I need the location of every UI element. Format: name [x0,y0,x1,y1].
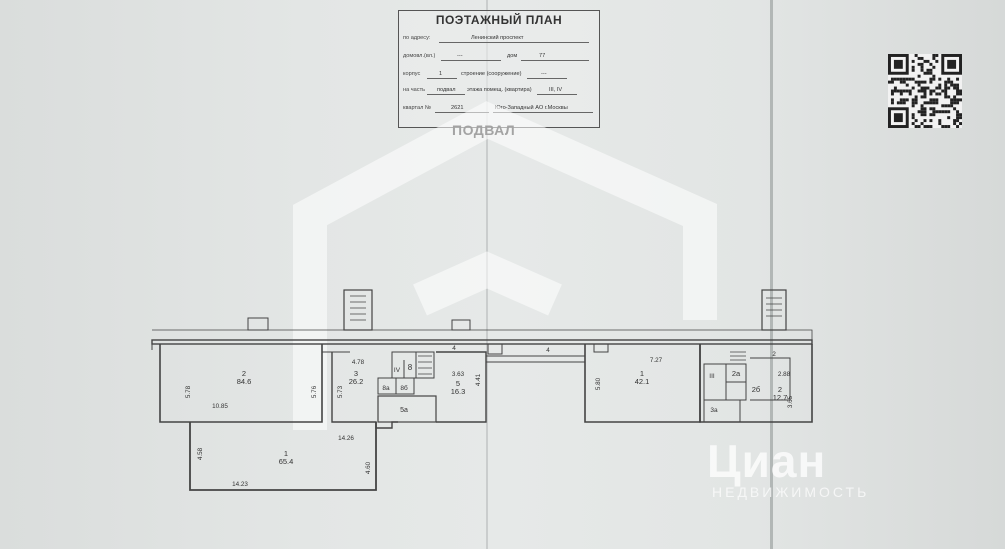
wall-room-1-lower [189,422,377,491]
dimension: 3.65 [787,395,794,408]
etazh-value: III, IV [549,87,563,93]
underline [537,94,577,95]
wall-main-strip [151,339,813,345]
dimension: 5.78 [185,385,192,398]
room-label: 2б [752,385,760,394]
wall-room-iii [703,363,727,401]
room-number: 1 [640,369,644,378]
stamp-title: ПОЭТАЖНЫЙ ПЛАН [435,13,563,27]
room-label: 5а [400,407,408,414]
address-value: Ленинский проспект [471,35,524,41]
part-value: подвал [437,87,456,93]
underline [441,60,501,61]
room-label: 3а [710,407,718,414]
watermark-subtitle: НЕДВИЖИМОСТЬ [712,484,870,500]
korpus-label: корпус [403,71,421,77]
stair-steps [350,295,366,321]
dimension: 3.63 [452,371,465,378]
wall-room-3a [703,399,741,423]
room-number: 1 [284,449,288,458]
room-label: 2 [772,351,776,358]
dimension: 4.60 [365,461,372,474]
dimension: 2.88 [778,371,791,378]
room-label: 8б [400,384,408,392]
kvartal-value: 2621 [451,105,464,111]
dimension: 14.26 [338,435,354,442]
room-area: 42.1 [635,377,650,386]
underline [493,112,593,113]
underline [427,78,457,79]
paper-fold [770,0,773,549]
watermark-house-shape [293,101,717,430]
room-label: 4 [452,345,456,352]
watermark-brand: Циан [707,435,827,487]
dimension: 4 [546,347,550,354]
room-area: 65.4 [279,457,294,466]
wall-room-2 [159,344,323,423]
window-well [451,319,471,331]
room-label: III [709,373,715,380]
room-label: 8 [408,363,413,372]
wall-room-5a [377,395,437,423]
stair-steps [418,355,432,375]
window-well [487,343,503,355]
house-label: домовл.(вл.) [403,53,436,59]
district-value: Юго-Западный АО г.Москвы [495,105,568,111]
window-well [247,317,269,331]
stair-steps [766,297,782,317]
wall-right-block [699,344,813,423]
room-area: 12.7 [773,393,788,402]
wall-stair [415,351,435,379]
outer-wall-line [152,329,813,340]
stroenie-label: строение (сооружение) [461,71,522,77]
stair-tower [343,289,373,331]
room-number: 3 [354,369,358,378]
wall-room-2b [725,381,747,401]
dimension: 5.76 [311,385,318,398]
part-label: на часть [403,87,426,93]
dimension: 10.85 [212,403,228,410]
underline [435,112,489,113]
room-number: 5 [456,379,460,388]
dimension: 4.78 [352,359,365,366]
house-value: --- [457,53,463,59]
dimension: 5.73 [337,385,344,398]
dimension: 5.80 [595,377,602,390]
etazh-label: этажа помещ. (квартира) [467,87,532,93]
dom-label: дом [507,53,518,59]
room-area: 26.2 [349,377,364,386]
dimension: 7.27 [650,357,663,364]
dimension: 14.23 [232,481,248,488]
wall-room-5 [436,351,487,423]
qr-code [888,54,962,128]
dimension: 4.58 [197,447,204,460]
stair-steps [730,351,746,361]
room-label: 2а [732,369,741,378]
stroenie-value: --- [541,71,547,77]
underline [521,60,589,61]
room-area: 16.3 [451,387,466,396]
address-label: по адресу: [403,35,431,41]
dimension: 4.41 [475,373,482,386]
room-area: 84.6 [237,377,252,386]
room-label: 8а [382,385,390,392]
wall-room-2 [750,357,791,401]
window-well [593,343,609,353]
underline [439,42,589,43]
room-number: 2 [242,369,246,378]
underline [527,78,567,79]
underline [427,94,465,95]
room-number: 2 [778,385,782,394]
dom-value: 77 [539,53,546,59]
korpus-value: 1 [439,71,443,77]
stair-tower [761,289,787,331]
room-label: IV [394,367,401,374]
kvartal-label: квартал № [403,105,431,111]
